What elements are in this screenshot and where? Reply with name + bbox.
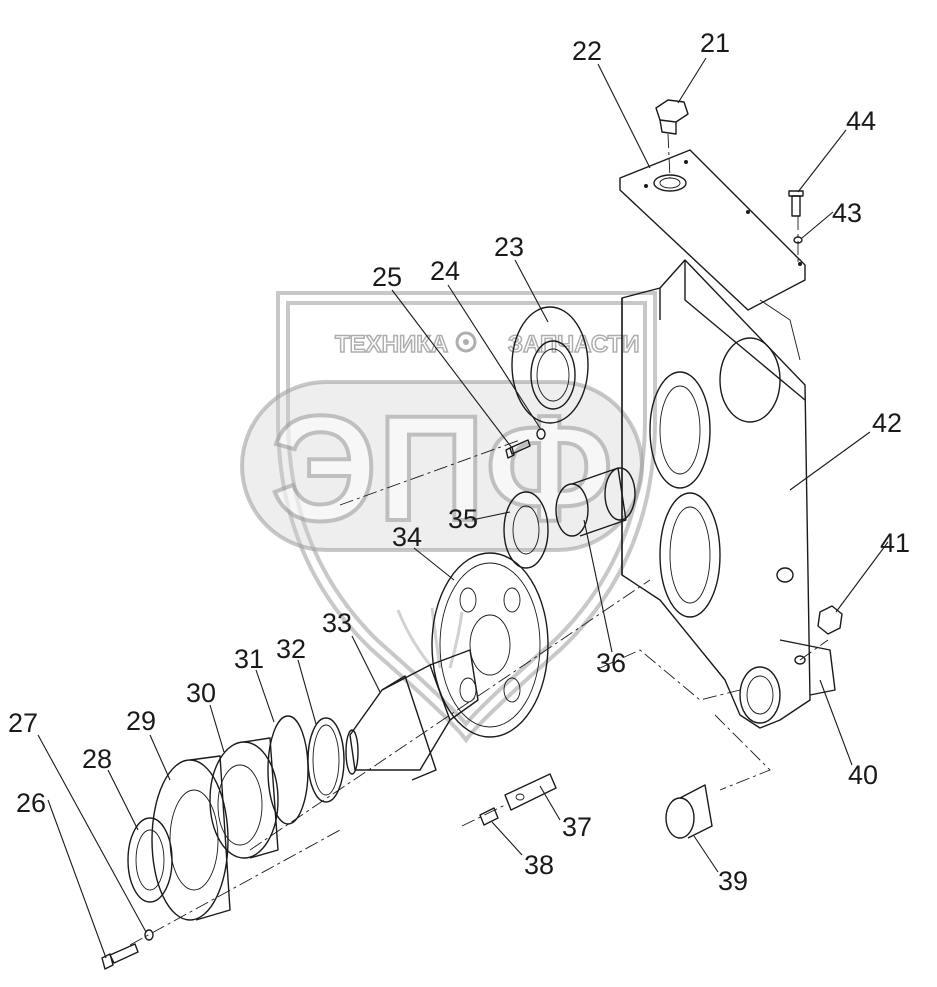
part-21-hex-plug xyxy=(655,99,689,179)
callout-26: 26 xyxy=(16,788,46,818)
part-26-bolt xyxy=(101,943,139,970)
watermark-left-text: ТЕХНИКА xyxy=(335,331,448,358)
callout-28: 28 xyxy=(82,744,112,774)
part-32-ring xyxy=(307,717,345,803)
callout-27: 27 xyxy=(8,708,38,738)
callout-35: 35 xyxy=(448,504,478,534)
callout-32: 32 xyxy=(276,634,306,664)
part-22-cover-plate xyxy=(619,149,806,311)
part-43-washer xyxy=(793,216,803,264)
callout-43: 43 xyxy=(832,198,862,228)
part-31-snap-ring xyxy=(267,715,309,825)
callout-22: 22 xyxy=(572,36,602,66)
part-39-bushing xyxy=(665,784,713,839)
callout-31: 31 xyxy=(234,644,264,674)
callout-44: 44 xyxy=(846,106,876,136)
part-23-bearing-cover xyxy=(511,306,589,424)
callout-25: 25 xyxy=(372,262,402,292)
watermark-right-text: ЗАПЧАСТИ xyxy=(508,331,640,358)
watermark-gear-icon xyxy=(455,331,477,353)
callout-24: 24 xyxy=(430,256,460,286)
callout-40: 40 xyxy=(848,760,878,790)
callout-41: 41 xyxy=(880,528,910,558)
callout-34: 34 xyxy=(392,522,422,552)
part-35-seal-ring xyxy=(503,491,549,569)
leader-lines xyxy=(37,57,889,959)
callout-23: 23 xyxy=(494,232,524,262)
part-37-shaft-pin xyxy=(504,773,557,811)
part-29-flange xyxy=(151,755,231,921)
part-27-washer xyxy=(144,929,154,941)
part-36-spline-sleeve xyxy=(555,467,636,537)
callout-29: 29 xyxy=(126,706,156,736)
callout-21: 21 xyxy=(700,28,730,58)
part-34-large-gear xyxy=(431,552,549,738)
callout-36: 36 xyxy=(596,648,626,678)
callout-38: 38 xyxy=(524,850,554,880)
part-30-bearing xyxy=(209,737,279,859)
watermark-wheat-icon xyxy=(396,607,464,669)
axis-line-bushing xyxy=(714,714,771,791)
part-24-washer xyxy=(536,428,546,440)
part-44-bolt xyxy=(788,190,804,217)
part-42-housing xyxy=(621,259,836,729)
callout-33: 33 xyxy=(322,608,352,638)
callout-labels: 21 22 23 24 25 26 27 28 29 30 31 32 33 3… xyxy=(8,28,910,896)
axis-line-lower xyxy=(129,829,341,946)
callout-39: 39 xyxy=(718,866,748,896)
callout-30: 30 xyxy=(186,678,216,708)
axis-line-upper xyxy=(339,439,521,506)
watermark-pill xyxy=(242,382,642,550)
axis-line-pin xyxy=(599,649,741,701)
axis-line-main xyxy=(249,579,651,851)
part-33-pinion-shaft xyxy=(345,649,479,781)
part-25-bolt xyxy=(505,439,531,459)
part-28-seal xyxy=(127,817,173,903)
part-40-pin xyxy=(794,639,829,665)
callout-42: 42 xyxy=(872,408,902,438)
part-38-grease-fitting xyxy=(461,804,506,827)
callout-37: 37 xyxy=(562,812,592,842)
part-41-hex-nut xyxy=(817,605,843,635)
